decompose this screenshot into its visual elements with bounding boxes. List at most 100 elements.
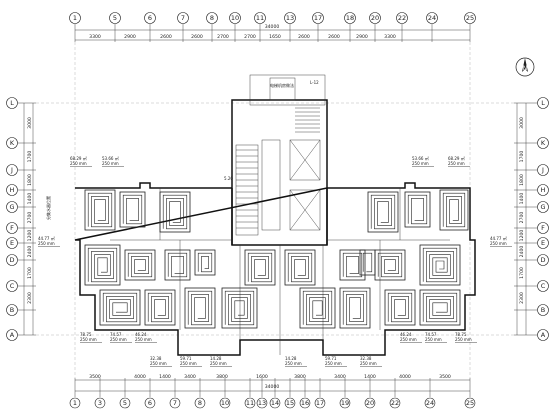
bottom-dim-2: 1400 — [159, 374, 171, 380]
room-area-text: 32.38 — [360, 356, 372, 361]
bottom-axis-bubble-10-6-label: 10 — [221, 399, 229, 407]
top-center-note: L-12 — [310, 80, 319, 85]
north-label: N — [523, 65, 528, 72]
right-axis-bubble-A: A — [537, 329, 549, 341]
top-axis-bubble-8: 8 — [206, 12, 218, 24]
right-dim-1: 1700 — [519, 151, 525, 163]
room-spacing-text: 250 mm — [285, 361, 302, 366]
right-axis-bubble-H: H — [537, 184, 549, 196]
top-axis-bubble-18-label: 18 — [346, 14, 354, 22]
top-axis-bubble-10-label: 10 — [231, 14, 239, 22]
top-axis-bubble-6: 6 — [144, 12, 156, 24]
heating-coils — [84, 189, 469, 329]
room-area-text: 74.57 — [110, 332, 122, 337]
right-axis-bubble-K-label: K — [541, 139, 546, 147]
room-area-text: 53.66 ㎡ — [412, 155, 429, 161]
bottom-axis-bubble-7-4: 7 — [169, 397, 181, 409]
right-axis-bubble-D: D — [537, 254, 549, 266]
left-dim-8: 2300 — [27, 292, 33, 304]
room-area-text: 14.28 — [210, 356, 222, 361]
top-axis-bubble-7: 7 — [177, 12, 189, 24]
room-spacing-text: 250 mm — [400, 337, 417, 342]
left-dim-6: 2400 — [27, 246, 33, 258]
bottom-axis-bubble-17-12-label: 17 — [316, 399, 324, 407]
bottom-axis-bubble-5-2-label: 5 — [123, 399, 127, 407]
top-dim-2: 2600 — [160, 34, 172, 40]
left-dim-3: 1400 — [27, 193, 33, 205]
left-dim-4: 2700 — [27, 212, 33, 224]
left-axis-bubble-K: K — [6, 137, 18, 149]
bottom-axis-bubble-11-7: 11 — [244, 397, 256, 409]
top-dim-5: 2700 — [244, 34, 256, 40]
stair-flight-right — [295, 107, 320, 133]
building-outline — [74, 182, 476, 356]
top-dim-1: 2900 — [124, 34, 136, 40]
bottom-axis-bubble-13-8: 13 — [256, 397, 268, 409]
bottom-dim-4: 3800 — [216, 374, 228, 380]
room-spacing-text: 250 mm — [360, 361, 377, 366]
bottom-axis-bubble-25-17-label: 25 — [466, 399, 474, 407]
room-area-text: 46.24 — [400, 332, 412, 337]
left-dim-1: 1700 — [27, 151, 33, 163]
bottom-axis-bubble-20-14: 20 — [364, 397, 376, 409]
coil-room-18 — [384, 289, 416, 326]
bottom-axis-bubble-6-3: 6 — [144, 397, 156, 409]
top-dim-0: 3300 — [89, 34, 101, 40]
coil-room-21 — [284, 249, 316, 286]
bottom-axis-bubble-19-13: 19 — [339, 397, 351, 409]
top-dim-7: 2600 — [298, 34, 310, 40]
bottom-axis-bubble-14-9: 14 — [269, 397, 281, 409]
bottom-dim-0: 3500 — [89, 374, 101, 380]
bottom-axis-bubble-24-16-label: 24 — [426, 399, 434, 407]
left-axis-bubble-G: G — [6, 201, 18, 213]
coil-room-11 — [419, 244, 461, 286]
top-axis-bubble-11-label: 11 — [256, 14, 264, 22]
top-dim-3: 2600 — [191, 34, 203, 40]
room-area-text: 44.77 ㎡ — [38, 235, 55, 241]
coil-room-2 — [159, 191, 191, 233]
coil-room-9 — [339, 249, 366, 281]
right-dim-7: 1700 — [519, 267, 525, 279]
coil-room-22 — [359, 249, 376, 276]
bottom-axis-bubble-8-5: 8 — [194, 397, 206, 409]
bottom-dim-9: 4000 — [399, 374, 411, 380]
bottom-axis-bubble-15-10-label: 15 — [286, 399, 294, 407]
top-dim-10: 3300 — [384, 34, 396, 40]
left-axis-bubble-J: J — [6, 164, 18, 176]
coil-room-14 — [184, 287, 216, 329]
top-axis-bubble-17: 17 — [312, 12, 324, 24]
right-axis-bubble-B-label: B — [541, 306, 545, 314]
bottom-axis-bubble-1-0: 1 — [69, 397, 81, 409]
right-axis-bubble-D-label: D — [540, 256, 545, 264]
coil-room-12 — [99, 289, 141, 326]
left-axis-bubble-C-label: C — [10, 282, 15, 290]
coil-room-5 — [439, 189, 469, 231]
bottom-axis-bubble-1-0-label: 1 — [73, 399, 77, 407]
left-axis-bubble-C: C — [6, 280, 18, 292]
top-dim-9: 2900 — [356, 34, 368, 40]
coil-room-17 — [339, 287, 371, 329]
right-dim-8: 2300 — [519, 292, 525, 304]
coil-room-13 — [144, 289, 176, 326]
room-spacing-text: 250 mm — [150, 361, 167, 366]
bottom-axis-bubble-3-1: 3 — [94, 397, 106, 409]
right-axis-bubble-C: C — [537, 280, 549, 292]
bottom-axis-bubble-7-4-label: 7 — [173, 399, 177, 407]
top-axis-bubble-11: 11 — [254, 12, 266, 24]
core-tower: 电梯机房做法 L-12 5.20 — [224, 74, 328, 246]
top-total-dim: 34000 — [265, 24, 280, 30]
room-spacing-text: 250 mm — [80, 337, 97, 342]
bottom-dim-8: 1400 — [364, 374, 376, 380]
bottom-total-dim: 34000 — [265, 384, 280, 390]
